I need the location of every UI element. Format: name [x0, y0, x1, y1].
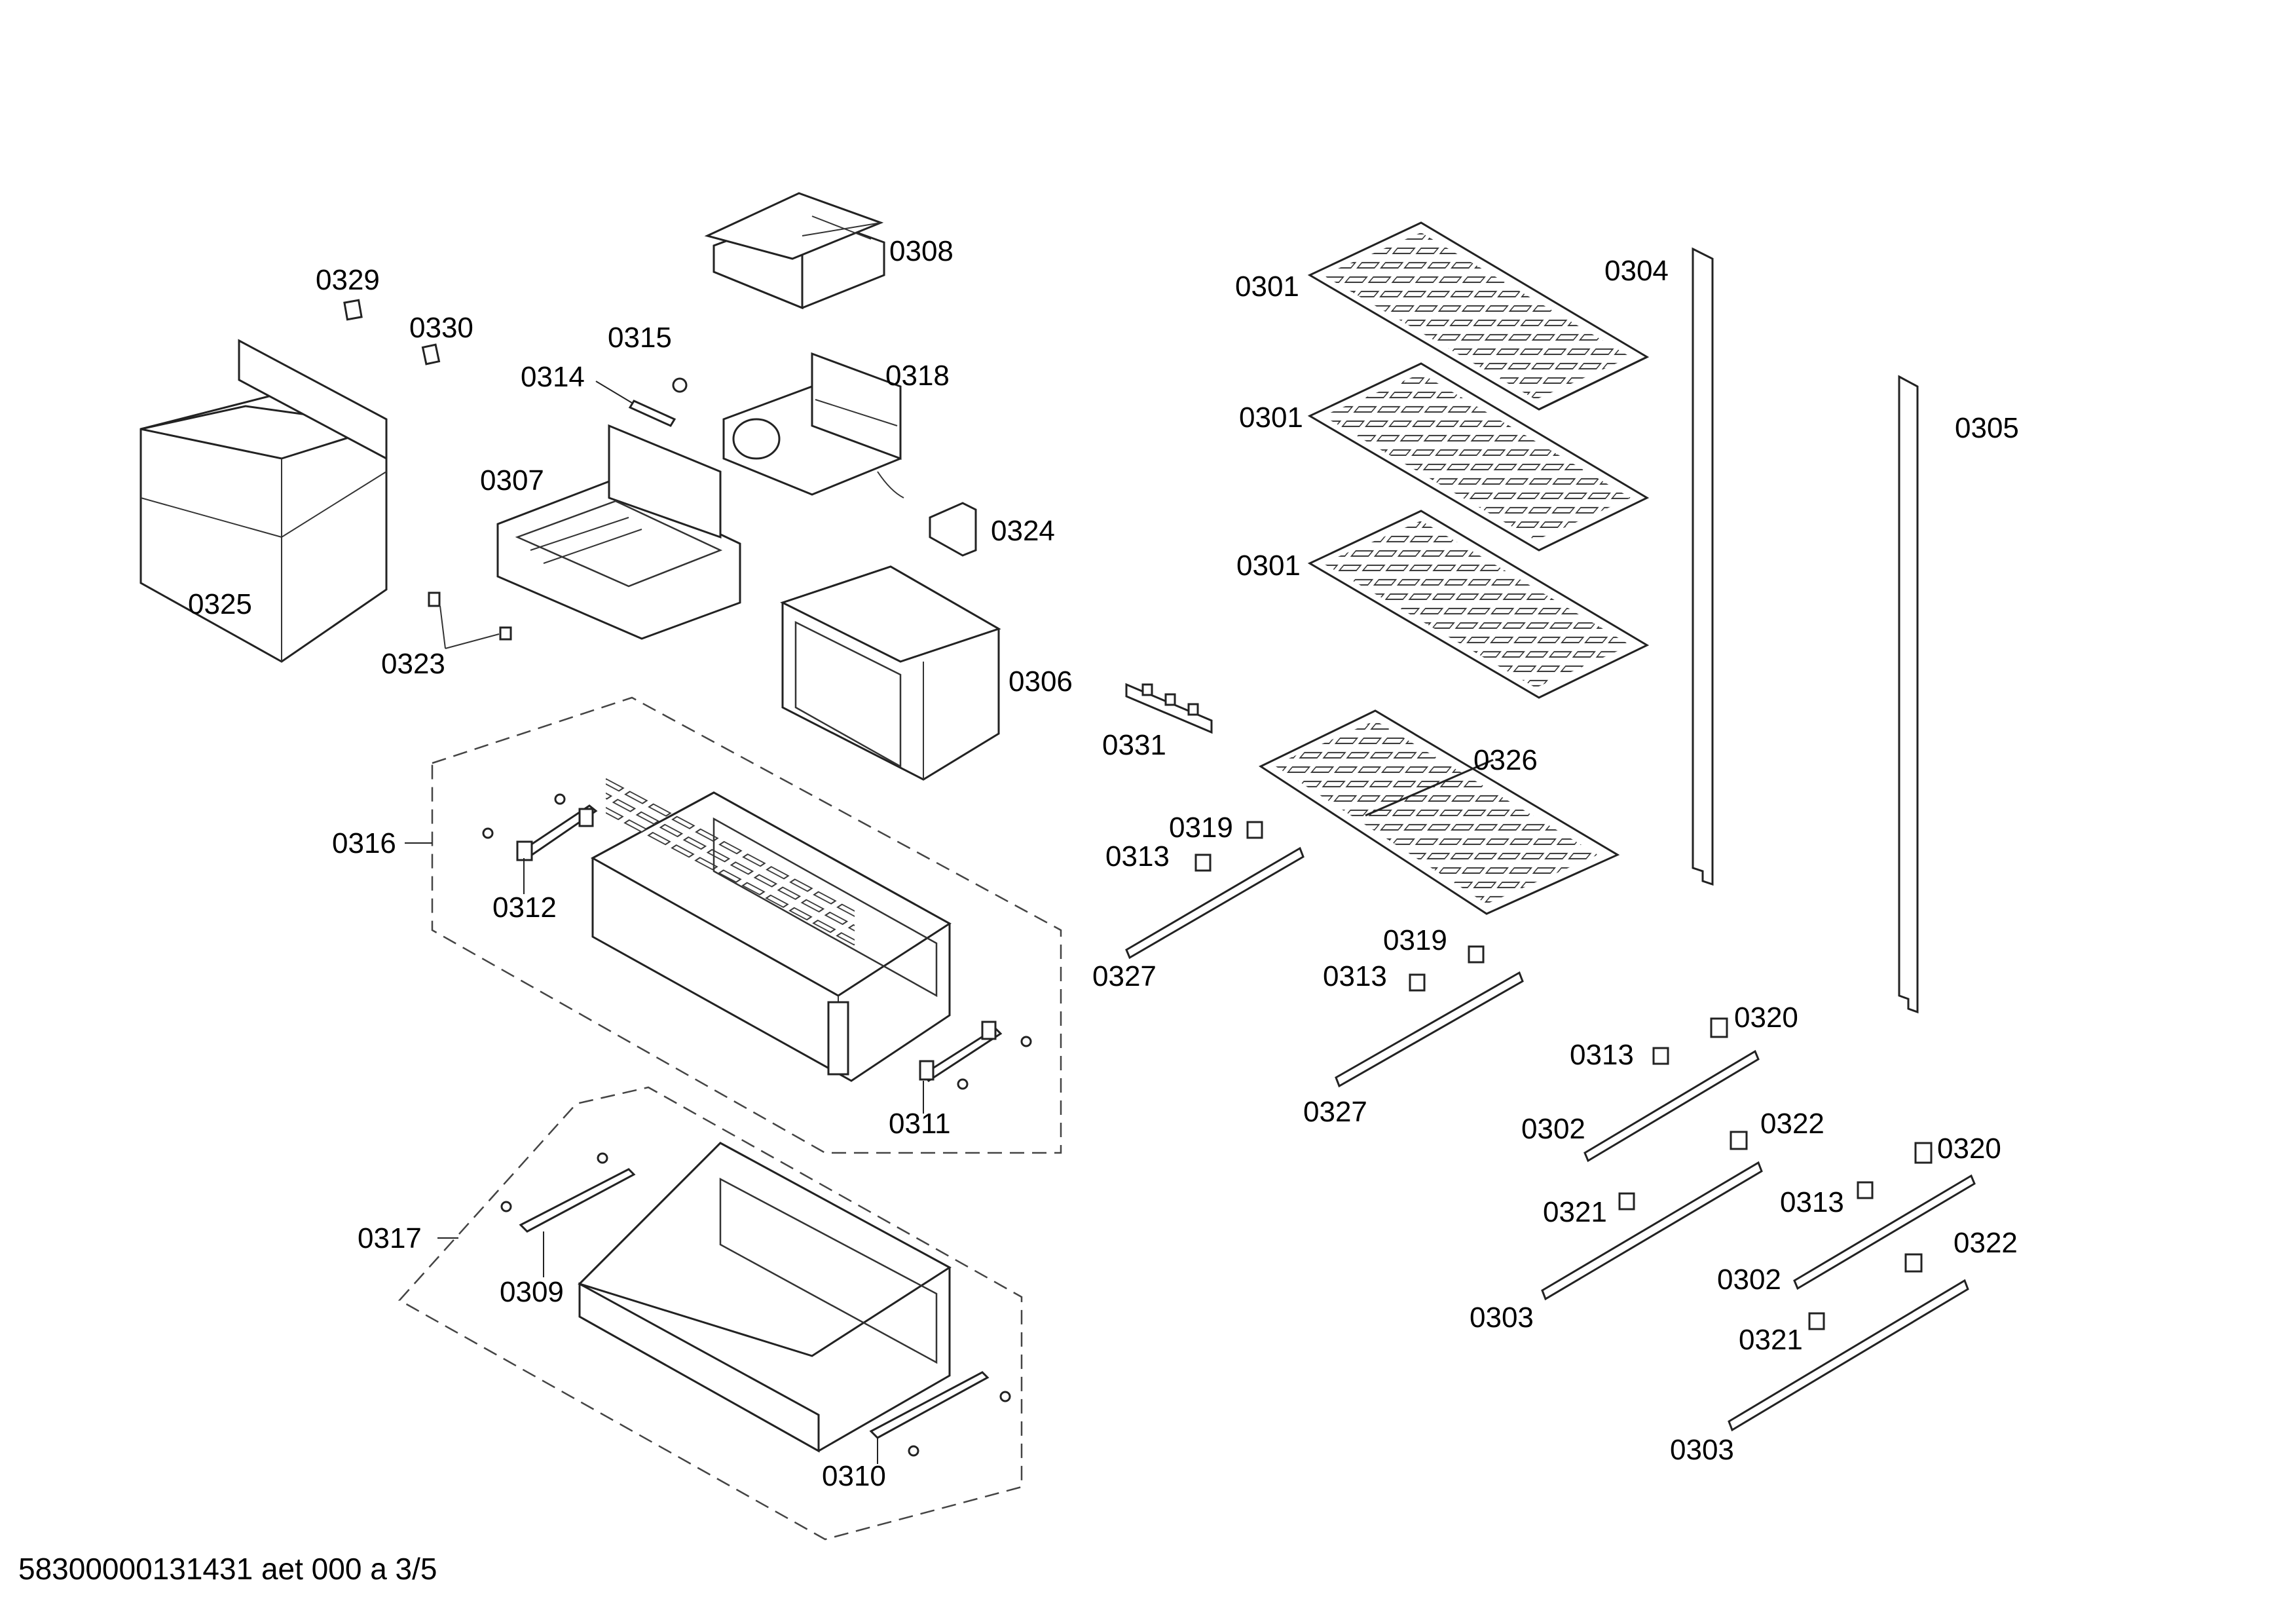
clip-0319b [1468, 945, 1485, 964]
label-0327a: 0327 [1092, 960, 1157, 992]
label-0304: 0304 [1604, 255, 1669, 287]
document-code: 58300000131431 aet 000 a 3/5 [18, 1552, 437, 1586]
ice-tray-housing-0307 [496, 424, 741, 640]
label-0309: 0309 [500, 1276, 564, 1308]
label-0317: 0317 [358, 1222, 422, 1254]
label-0301a: 0301 [1235, 271, 1299, 303]
label-0313c: 0313 [1570, 1039, 1634, 1071]
drawer-0317 [578, 1142, 952, 1453]
label-0310: 0310 [822, 1460, 886, 1492]
label-0306: 0306 [1009, 666, 1073, 698]
clip-0320b [1914, 1142, 1933, 1164]
label-0303a: 0303 [1470, 1302, 1534, 1334]
label-0324: 0324 [991, 515, 1055, 547]
label-0318: 0318 [885, 360, 950, 392]
clip-0322b [1904, 1253, 1923, 1273]
label-0319b: 0319 [1383, 924, 1447, 956]
slide-0327b [1335, 971, 1524, 1088]
label-0321a: 0321 [1543, 1196, 1607, 1228]
rail-0312 [482, 793, 598, 861]
label-0321b: 0321 [1739, 1324, 1803, 1356]
label-0303b: 0303 [1670, 1434, 1734, 1466]
label-0322a: 0322 [1760, 1108, 1824, 1140]
clip-0313b [1409, 973, 1426, 992]
clip-0321a [1618, 1192, 1635, 1210]
clip-0313d [1857, 1181, 1874, 1199]
slide-0327a [1125, 846, 1305, 960]
label-0308: 0308 [889, 235, 954, 267]
label-0326: 0326 [1473, 744, 1538, 776]
label-0311: 0311 [889, 1108, 951, 1140]
screws-0323 [428, 591, 512, 649]
ice-maker-0318 [722, 352, 904, 498]
label-0302a: 0302 [1521, 1113, 1585, 1145]
clip-0320a [1710, 1017, 1728, 1038]
label-0325: 0325 [188, 588, 252, 620]
label-0315: 0315 [608, 322, 672, 354]
rail-0305 [1898, 375, 1919, 1014]
ice-bucket-0308 [704, 192, 885, 310]
label-0330: 0330 [409, 312, 473, 344]
rod-0314 [628, 400, 676, 427]
clip-0330 [421, 343, 441, 366]
shelf-0301b [1307, 362, 1650, 552]
group-outline-0316 [431, 696, 1062, 1154]
clip-0329 [343, 299, 363, 321]
label-0302b: 0302 [1717, 1264, 1781, 1296]
cabinet-box-0325 [139, 339, 388, 663]
clip-0321b [1808, 1312, 1825, 1330]
label-0313d: 0313 [1780, 1186, 1844, 1218]
label-0331: 0331 [1102, 729, 1166, 761]
label-0301c: 0301 [1236, 550, 1301, 582]
shelf-0301a [1307, 221, 1650, 411]
label-0327b: 0327 [1303, 1096, 1367, 1128]
label-0313b: 0313 [1323, 960, 1387, 992]
label-0316: 0316 [332, 827, 396, 859]
label-0312: 0312 [492, 891, 557, 924]
label-0320a: 0320 [1734, 1002, 1798, 1034]
label-0305: 0305 [1955, 412, 2019, 444]
slide-0303a [1541, 1161, 1763, 1301]
label-0319a: 0319 [1169, 812, 1233, 844]
group-outline-0317 [398, 1086, 1023, 1541]
bracket-0324 [929, 502, 977, 557]
slide-0302b [1793, 1174, 1976, 1290]
rail-0310 [869, 1371, 1011, 1457]
rail-0309 [500, 1152, 636, 1233]
ring-0315 [672, 377, 688, 393]
shelf-0301c [1307, 510, 1650, 699]
clip-0319a [1246, 821, 1263, 839]
slide-0303b [1728, 1279, 1969, 1432]
clip-0313a [1194, 854, 1212, 872]
rail-0311 [919, 1021, 1032, 1090]
drawer-0316 [590, 770, 952, 1082]
label-0322b: 0322 [1953, 1227, 2018, 1259]
label-0307: 0307 [480, 464, 544, 497]
label-0329: 0329 [316, 264, 380, 296]
shelf-0326 [1258, 709, 1620, 915]
slide-0302a [1583, 1049, 1760, 1163]
bar-0331 [1125, 683, 1213, 734]
clip-0313c [1652, 1047, 1669, 1065]
label-0320b: 0320 [1937, 1133, 2001, 1165]
label-0314: 0314 [521, 361, 585, 393]
rail-0304 [1692, 247, 1714, 886]
clip-0322a [1730, 1131, 1748, 1150]
label-0313a: 0313 [1105, 840, 1170, 873]
leader-0314 [595, 381, 633, 404]
storage-bin-0306 [780, 565, 1001, 781]
label-0301b: 0301 [1239, 402, 1303, 434]
label-0323: 0323 [381, 648, 445, 680]
